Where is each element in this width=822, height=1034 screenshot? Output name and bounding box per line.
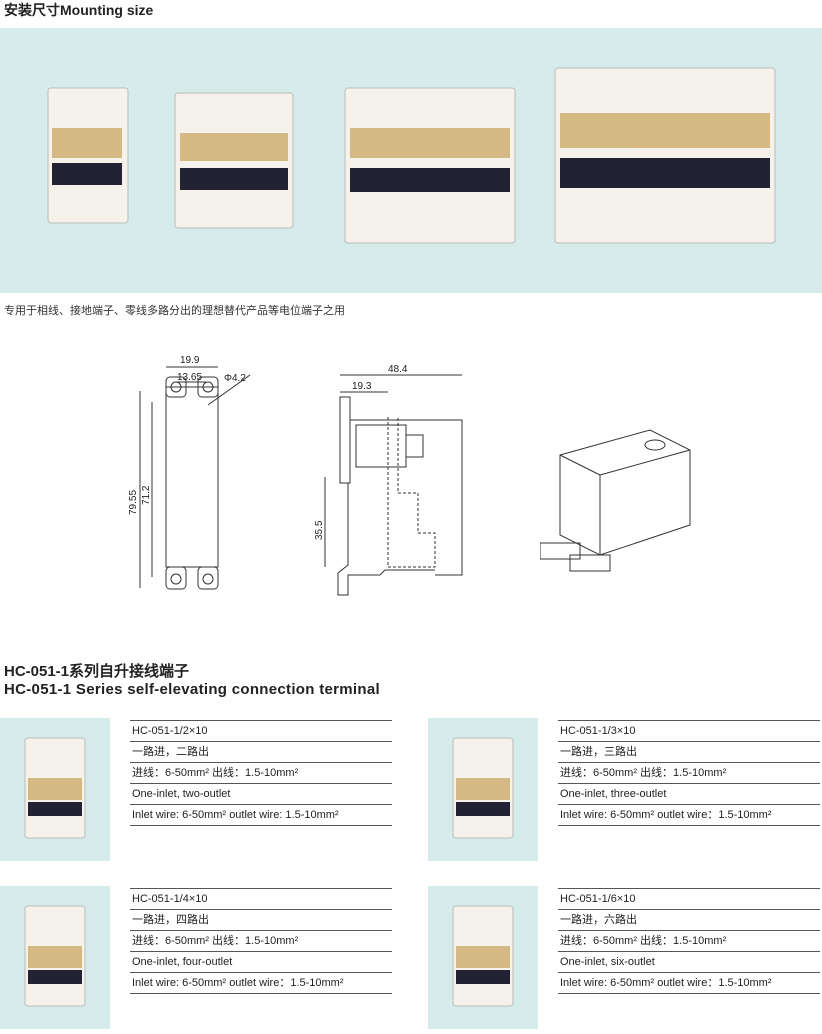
dim-hole-height: 71.2 bbox=[141, 485, 152, 505]
wire-cn: 进线：6-50mm² 出线：1.5-10mm² bbox=[558, 930, 820, 951]
usage-caption: 专用于相线、接地端子、零线多路分出的理想替代产品等电位端子之用 bbox=[4, 305, 345, 317]
desc-en: One-inlet, three-outlet bbox=[558, 783, 820, 804]
desc-cn: 一路进，三路出 bbox=[558, 741, 820, 762]
model: HC-051-1/2×10 bbox=[130, 720, 392, 741]
spec-table: HC-051-1/3×10 一路进，三路出 进线：6-50mm² 出线：1.5-… bbox=[558, 720, 820, 826]
dimension-drawing: 19.9 13.65 Φ4.2 79.55 71.2 48.4 19.3 35.… bbox=[128, 355, 463, 596]
spec-table: HC-051-1/4×10 一路进，四路出 进线：6-50mm² 出线：1.5-… bbox=[130, 888, 392, 994]
dim-hole-diameter: Φ4.2 bbox=[224, 373, 246, 384]
product-image-1-6 bbox=[428, 886, 538, 1029]
spec-table: HC-051-1/6×10 一路进，六路出 进线：6-50mm² 出线：1.5-… bbox=[558, 888, 820, 994]
desc-cn: 一路进，四路出 bbox=[130, 909, 392, 930]
product-image-1-3 bbox=[428, 718, 538, 861]
desc-en: One-inlet, four-outlet bbox=[130, 951, 392, 972]
wire-en: Inlet wire: 6-50mm² outlet wire: 1.5-10m… bbox=[130, 804, 392, 826]
wire-cn: 进线：6-50mm² 出线：1.5-10mm² bbox=[558, 762, 820, 783]
dim-width: 19.9 bbox=[180, 355, 200, 366]
model: HC-051-1/6×10 bbox=[558, 888, 820, 909]
series-title-cn: HC-051-1系列自升接线端子 bbox=[4, 663, 190, 680]
series-title-en: HC-051-1 Series self-elevating connectio… bbox=[4, 681, 380, 698]
dim-depth: 48.4 bbox=[388, 364, 408, 375]
model: HC-051-1/4×10 bbox=[130, 888, 392, 909]
wire-en: Inlet wire: 6-50mm² outlet wire：1.5-10mm… bbox=[130, 972, 392, 994]
dim-total-height: 79.55 bbox=[128, 490, 139, 515]
wire-en: Inlet wire: 6-50mm² outlet wire：1.5-10mm… bbox=[558, 804, 820, 826]
product-image-1-2 bbox=[0, 718, 110, 861]
wire-en: Inlet wire: 6-50mm² outlet wire：1.5-10mm… bbox=[558, 972, 820, 994]
model: HC-051-1/3×10 bbox=[558, 720, 820, 741]
desc-en: One-inlet, six-outlet bbox=[558, 951, 820, 972]
product-photo-banner bbox=[0, 28, 822, 293]
section-title: 安装尺寸Mounting size bbox=[4, 2, 154, 18]
dim-rail-height: 35.5 bbox=[314, 520, 325, 540]
dim-depth-partial: 19.3 bbox=[352, 381, 372, 392]
desc-en: One-inlet, two-outlet bbox=[130, 783, 392, 804]
wire-cn: 进线：6-50mm² 出线：1.5-10mm² bbox=[130, 762, 392, 783]
isometric-drawing bbox=[540, 429, 691, 572]
dim-hole-spacing: 13.65 bbox=[177, 372, 202, 383]
spec-table: HC-051-1/2×10 一路进，二路出 进线：6-50mm² 出线：1.5-… bbox=[130, 720, 392, 826]
desc-cn: 一路进，二路出 bbox=[130, 741, 392, 762]
wire-cn: 进线：6-50mm² 出线：1.5-10mm² bbox=[130, 930, 392, 951]
terminal-blocks-image bbox=[47, 67, 776, 244]
desc-cn: 一路进，六路出 bbox=[558, 909, 820, 930]
product-image-1-4 bbox=[0, 886, 110, 1029]
